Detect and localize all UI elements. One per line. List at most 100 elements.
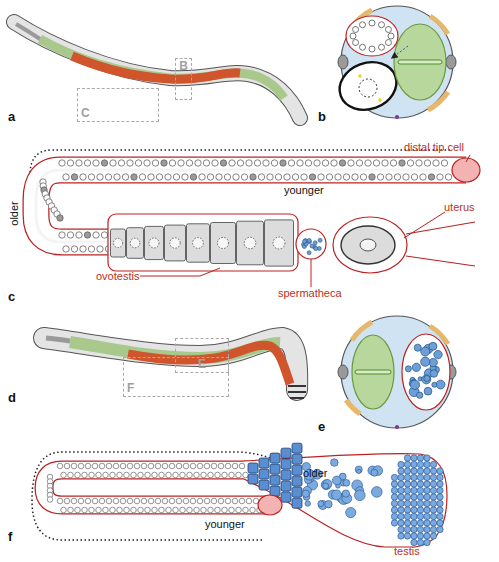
spermatocyte	[424, 375, 430, 381]
sperm	[437, 513, 443, 519]
germ-cell	[390, 160, 396, 166]
germ-cell	[78, 498, 84, 504]
germ-cell	[92, 463, 98, 469]
spermatocyte	[281, 448, 291, 458]
inset-letter: B	[179, 60, 188, 73]
germ-cell	[424, 160, 430, 166]
sperm	[355, 490, 366, 501]
oocyte	[237, 221, 264, 265]
germ-cell	[68, 507, 74, 513]
germ-cell	[96, 472, 102, 478]
sperm	[398, 461, 404, 467]
sperm	[411, 500, 417, 506]
germ-cell	[420, 174, 426, 180]
spermatocyte	[429, 342, 437, 350]
germ-cell	[182, 174, 188, 180]
sperm	[302, 490, 309, 497]
germ-cell	[385, 40, 391, 46]
germ-cell	[258, 174, 264, 180]
germ-cell	[162, 463, 168, 469]
sperm	[310, 244, 314, 248]
spermatocyte	[417, 392, 423, 398]
sperm	[424, 468, 430, 474]
germ-cell	[131, 507, 137, 513]
germ-cell	[92, 498, 98, 504]
germ-cell	[141, 463, 147, 469]
sperm	[430, 474, 436, 480]
sperm	[411, 474, 417, 480]
germ-cell	[103, 472, 109, 478]
germ-cell	[305, 160, 311, 166]
germ-cell	[180, 472, 186, 478]
sperm	[424, 520, 430, 526]
germ-cell	[373, 160, 379, 166]
germ-cell	[97, 174, 103, 180]
germ-cell	[78, 463, 84, 469]
germ-cell	[215, 507, 221, 513]
sperm	[424, 461, 430, 467]
panel-letter: c	[8, 290, 15, 303]
uterus-wall	[406, 222, 475, 266]
sperm	[398, 507, 404, 513]
sperm	[437, 500, 443, 506]
embryo-nucleus	[360, 239, 376, 251]
tail-fan	[288, 386, 306, 398]
sperm	[391, 494, 397, 500]
sperm	[404, 533, 410, 539]
germ-cell	[141, 498, 147, 504]
germ-cell	[212, 160, 218, 166]
oocyte-region	[108, 214, 298, 271]
germ-cell	[187, 472, 193, 478]
oocyte-nucleus	[193, 238, 204, 249]
germ-cell	[120, 498, 126, 504]
inset-box: B	[175, 58, 192, 100]
spermatocyte	[259, 480, 269, 490]
sperm	[417, 513, 423, 519]
leader-line	[404, 212, 445, 238]
sperm	[307, 238, 311, 242]
germ-cell	[416, 160, 422, 166]
germ-cell	[437, 174, 443, 180]
spermatocyte	[421, 347, 430, 356]
sperm	[411, 507, 417, 513]
germ-cell	[365, 160, 371, 166]
germ-cell	[441, 160, 447, 166]
germ-cell	[110, 472, 116, 478]
gonad	[72, 56, 240, 79]
germ-cell	[229, 507, 235, 513]
germ-cell	[75, 472, 81, 478]
germ-cell	[76, 232, 82, 238]
sperm	[391, 520, 397, 526]
testis-shape	[244, 454, 447, 547]
sperm	[355, 466, 362, 473]
sperm	[424, 507, 430, 513]
germ-cell	[165, 174, 171, 180]
germ-cell	[385, 27, 391, 33]
spermatocyte	[414, 344, 421, 351]
germ-cell	[222, 472, 228, 478]
ventral-cord	[395, 115, 399, 119]
sperm	[404, 461, 410, 467]
oocyte-nucleus	[149, 238, 159, 248]
germ-cell	[155, 498, 161, 504]
sperm	[371, 469, 378, 476]
oocyte-nucleus	[217, 237, 228, 248]
sperm	[430, 468, 436, 474]
germ-cell	[195, 160, 201, 166]
axis-label: older	[8, 201, 21, 225]
germ-cell	[64, 498, 70, 504]
sperm	[391, 500, 397, 506]
oocyte-nucleus	[113, 238, 122, 247]
germ-cell	[105, 174, 111, 180]
germ-cell	[96, 507, 102, 513]
leader-line	[466, 155, 470, 162]
germ-cell	[236, 507, 242, 513]
hermaphrodite-gonad	[30, 150, 480, 287]
germ-cell	[407, 160, 413, 166]
germ-cell	[301, 174, 307, 180]
germ-cell	[232, 498, 238, 504]
germ-cell	[166, 507, 172, 513]
sperm	[411, 539, 417, 545]
germ-cell	[403, 174, 409, 180]
germ-cell	[63, 174, 69, 180]
